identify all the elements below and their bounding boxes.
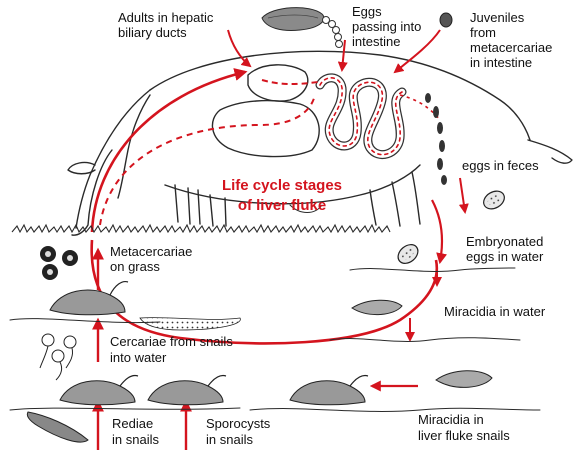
label-sporocysts-line1: Sporocysts bbox=[206, 416, 271, 431]
label-cercariae-line1: Cercariae from snails bbox=[110, 334, 233, 349]
label-metacercariae-line2: on grass bbox=[110, 259, 160, 274]
egg-icons bbox=[397, 190, 505, 264]
rediae-icon bbox=[26, 411, 89, 443]
label-adults-line2: biliary ducts bbox=[118, 25, 187, 40]
label-juveniles-line1: Juveniles bbox=[470, 10, 525, 25]
metacercariae-cysts-icon bbox=[40, 246, 78, 280]
label-metacercariae: Metacercariae on grass bbox=[110, 244, 192, 274]
label-eggs-feces: eggs in feces bbox=[462, 158, 539, 173]
label-rediae: Rediae in snails bbox=[112, 416, 159, 447]
label-cercariae-line2: into water bbox=[110, 350, 167, 365]
label-embryonated-line1: Embryonated bbox=[466, 234, 543, 249]
feces-pellets bbox=[425, 93, 447, 185]
label-sporocysts-line2: in snails bbox=[206, 432, 253, 447]
label-miracidia-snails: Miracidia in liver fluke snails bbox=[418, 412, 510, 443]
label-eggs-intestine-line2: passing into bbox=[352, 19, 421, 34]
label-juveniles-line4: in intestine bbox=[470, 55, 532, 70]
label-miracidia-water-line1: Miracidia in water bbox=[444, 304, 546, 319]
label-adults-line1: Adults in hepatic bbox=[118, 10, 214, 25]
miracidium-icon bbox=[351, 299, 493, 388]
label-juveniles-line2: from bbox=[470, 25, 496, 40]
label-eggs-feces-line1: eggs in feces bbox=[462, 158, 539, 173]
egg-chain-icon bbox=[322, 16, 343, 48]
cercariae-icon bbox=[39, 333, 77, 381]
label-cercariae: Cercariae from snails into water bbox=[110, 334, 233, 365]
label-rediae-line2: in snails bbox=[112, 432, 159, 447]
label-miracidia-snails-line2: liver fluke snails bbox=[418, 428, 510, 443]
label-juveniles-line3: metacercariae bbox=[470, 40, 552, 55]
sheep-illustration bbox=[67, 50, 573, 236]
label-juveniles: Juveniles from metacercariae in intestin… bbox=[470, 10, 552, 70]
label-miracidia-water: Miracidia in water bbox=[444, 304, 546, 319]
cycle-arrows bbox=[90, 29, 469, 450]
label-eggs-intestine-line1: Eggs bbox=[352, 4, 382, 19]
title-line2: of liver fluke bbox=[238, 197, 326, 214]
label-eggs-intestine: Eggs passing into intestine bbox=[352, 4, 421, 49]
label-rediae-line1: Rediae bbox=[112, 416, 153, 431]
label-miracidia-snails-line1: Miracidia in bbox=[418, 412, 484, 427]
adult-fluke-icon bbox=[261, 7, 325, 31]
label-embryonated: Embryonated eggs in water bbox=[466, 234, 544, 264]
snail-icons bbox=[49, 280, 369, 406]
label-metacercariae-line1: Metacercariae bbox=[110, 244, 192, 259]
label-adults: Adults in hepatic biliary ducts bbox=[118, 10, 214, 40]
juvenile-fluke-icon bbox=[439, 12, 453, 28]
grass-strips bbox=[9, 223, 541, 412]
title-line1: Life cycle stages bbox=[222, 177, 342, 194]
label-sporocysts: Sporocysts in snails bbox=[206, 416, 271, 447]
diagram-title: Life cycle stages of liver fluke bbox=[222, 177, 342, 214]
label-eggs-intestine-line3: intestine bbox=[352, 34, 400, 49]
label-embryonated-line2: eggs in water bbox=[466, 249, 544, 264]
